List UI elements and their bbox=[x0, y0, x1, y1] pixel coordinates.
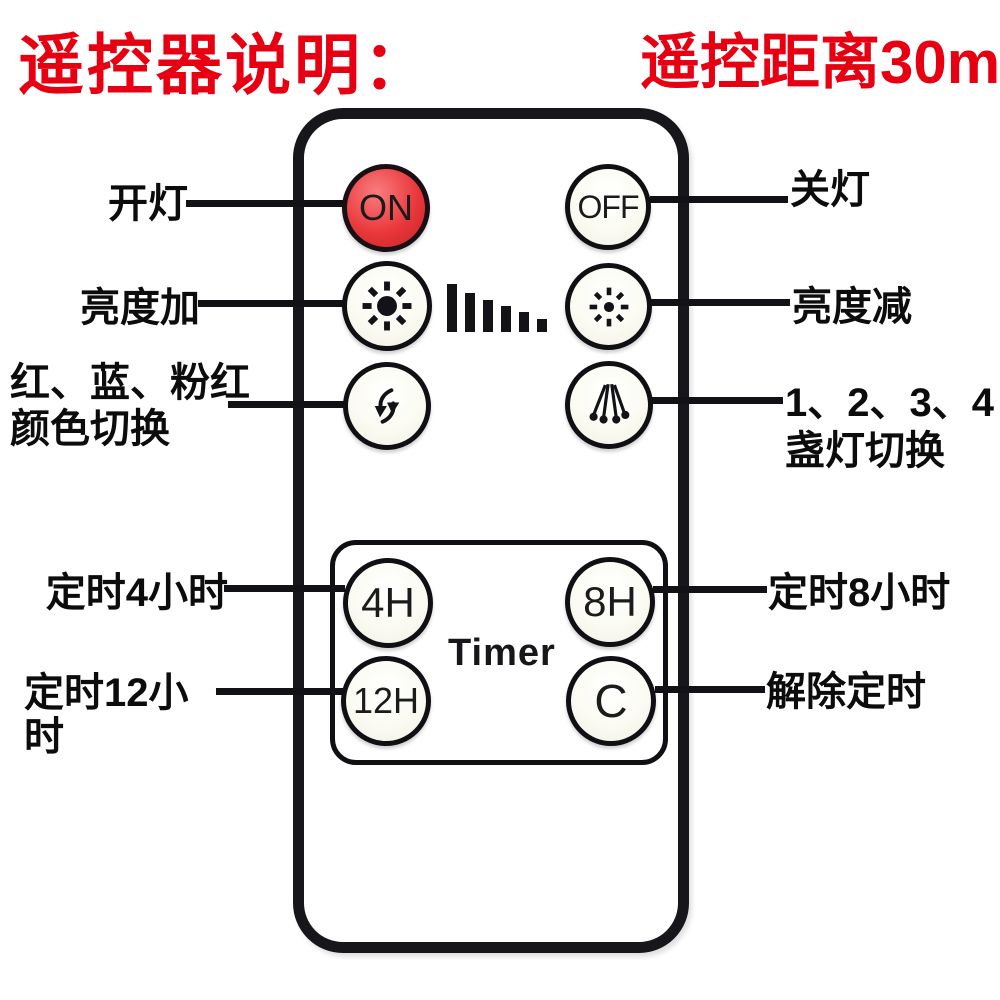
connector-line-clear-timer bbox=[655, 686, 765, 693]
timer-4h-button[interactable]: 4H bbox=[343, 558, 433, 648]
timer-8h-button[interactable]: 8H bbox=[565, 557, 655, 647]
sun-outline-icon bbox=[582, 280, 636, 334]
color-cycle-button[interactable] bbox=[343, 362, 431, 450]
connector-line-brightness-up bbox=[198, 300, 344, 307]
on-button[interactable]: ON bbox=[342, 164, 430, 252]
label-lamp-select: 1、2、3、4 盏灯切换 bbox=[785, 381, 994, 473]
connector-line-8h bbox=[653, 586, 767, 593]
off-button[interactable]: OFF bbox=[565, 164, 651, 250]
label-clear-timer: 解除定时 bbox=[766, 670, 926, 714]
timer-clear-button[interactable]: C bbox=[566, 656, 656, 746]
connector-line-on bbox=[186, 200, 344, 207]
connector-line-lamp-select bbox=[651, 397, 783, 404]
four-lamps-fan-icon bbox=[580, 376, 638, 434]
timer-section-title: Timer bbox=[448, 632, 556, 674]
timer-12h-button[interactable]: 12H bbox=[341, 656, 431, 746]
label-turn-off: 关灯 bbox=[790, 168, 870, 212]
brightness-level-bars bbox=[447, 284, 547, 332]
lamp-select-button[interactable] bbox=[565, 361, 653, 449]
sun-filled-icon bbox=[358, 277, 416, 335]
brightness-up-button[interactable] bbox=[342, 261, 432, 351]
connector-line-brightness-down bbox=[648, 299, 790, 306]
remote-control-body bbox=[293, 108, 689, 953]
label-timer-4h: 定时4小时 bbox=[45, 571, 228, 615]
label-color-switch: 红、蓝、粉红 颜色切换 bbox=[10, 361, 250, 451]
label-brightness-up: 亮度加 bbox=[80, 286, 200, 330]
label-timer-8h: 定时8小时 bbox=[768, 571, 951, 615]
connector-line-4h bbox=[224, 585, 345, 592]
cycle-arrows-icon bbox=[359, 378, 415, 434]
label-turn-on: 开灯 bbox=[108, 182, 188, 226]
connector-line-color-cycle bbox=[228, 401, 344, 408]
remote-range-label: 遥控距离30m bbox=[640, 29, 1000, 96]
page-title: 遥控器说明： bbox=[18, 28, 432, 102]
brightness-down-button[interactable] bbox=[565, 263, 652, 350]
connector-line-12h bbox=[216, 688, 343, 695]
connector-line-off bbox=[650, 196, 788, 203]
label-timer-12h: 定时12小时 bbox=[24, 671, 189, 759]
label-brightness-down: 亮度减 bbox=[792, 285, 912, 329]
